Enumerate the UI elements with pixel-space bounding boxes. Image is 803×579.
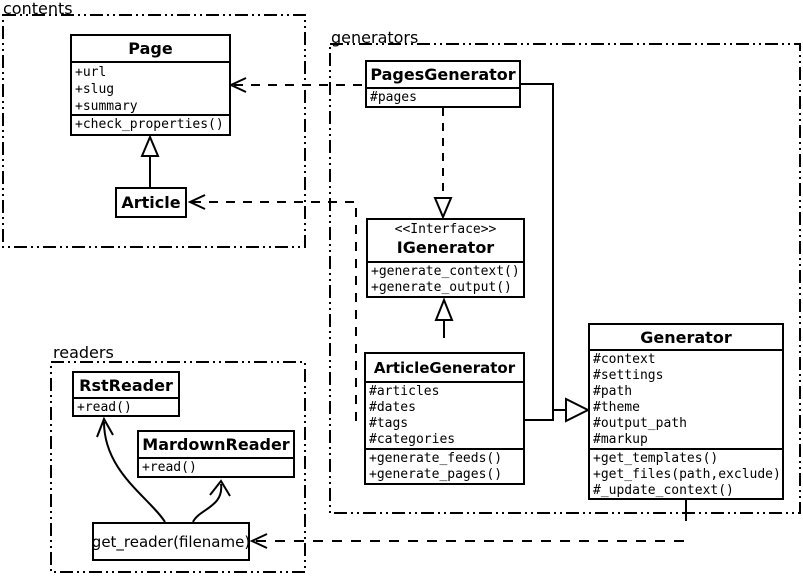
attribute: +slug [75, 82, 115, 97]
open-arrowhead-rstreader [96, 416, 114, 438]
method: +get_templates() [593, 451, 719, 466]
readers-package-frame [50, 361, 306, 573]
method: +get_files(path,exclude) [593, 467, 781, 482]
attributes-compartment: +url +slug +summary [72, 61, 229, 114]
attribute: #path [593, 384, 633, 399]
open-arrowhead-page [228, 77, 247, 93]
attribute: #pages [370, 90, 417, 105]
class-box-mardownreader: MardownReader +read() [137, 430, 295, 478]
attribute: +summary [75, 99, 138, 114]
method: +check_properties() [75, 117, 224, 132]
class-box-generator: Generator #context #settings #path #them… [588, 323, 784, 500]
attribute: #settings [593, 368, 664, 383]
methods-compartment: +generate_context() +generate_output() [368, 261, 523, 296]
contents-package-frame [2, 14, 306, 248]
realization-triangle-igenerator-top [433, 197, 453, 220]
open-arrowhead-article [187, 194, 206, 210]
method: +generate_pages() [369, 467, 503, 482]
class-box-igenerator: <<Interface>> IGenerator +generate_conte… [366, 218, 525, 298]
methods-compartment: +get_templates() +get_files(path,exclude… [590, 448, 782, 498]
reference-curve-getreader-to-mardownreader [192, 483, 223, 523]
method: +generate_output() [371, 280, 512, 295]
attribute: #markup [593, 432, 648, 447]
method: +generate_feeds() [369, 451, 503, 466]
class-header-igenerator: <<Interface>> IGenerator [368, 220, 523, 261]
attribute: #tags [369, 416, 409, 431]
methods-compartment: +read() [74, 397, 178, 415]
inheritance-triangle-page [140, 134, 160, 157]
class-title-article: Article [121, 193, 181, 212]
class-box-rstreader: RstReader +read() [72, 371, 180, 417]
attribute: #articles [369, 384, 440, 399]
class-box-pagesgenerator: PagesGenerator #pages [365, 60, 521, 108]
attribute: #categories [369, 432, 456, 447]
generators-package-label: generators [331, 28, 419, 47]
class-box-article: Article [115, 187, 187, 218]
generators-package-frame [329, 43, 801, 514]
class-title-articlegenerator: ArticleGenerator [373, 358, 516, 377]
attribute: #context [593, 352, 656, 367]
inheritance-line-articlegenerator-to-generator [525, 410, 554, 421]
methods-compartment: +read() [139, 457, 293, 476]
attributes-compartment: #pages [367, 87, 519, 106]
open-arrowhead-getreader [249, 533, 268, 549]
attributes-compartment: #articles #dates #tags #categories [366, 381, 523, 448]
class-title-pagesgenerator: PagesGenerator [370, 65, 516, 84]
method: +generate_context() [371, 264, 520, 279]
method: +read() [142, 460, 197, 475]
open-arrowhead-mardownreader [209, 479, 231, 497]
attribute: #dates [369, 400, 416, 415]
inheritance-triangle-igenerator-bottom [434, 297, 454, 321]
class-title-generator: Generator [640, 327, 732, 347]
inheritance-line-pagesgenerator-to-generator [521, 83, 566, 411]
reference-curve-getreader-to-rstreader [103, 421, 166, 523]
attributes-compartment: #context #settings #path #theme #output_… [590, 349, 782, 448]
attribute: #output_path [593, 416, 687, 431]
method: #_update_context() [593, 483, 734, 498]
inheritance-triangle-generator [565, 397, 591, 423]
class-title-rstreader: RstReader [79, 375, 173, 395]
readers-package-label: readers [53, 343, 114, 362]
class-title-page: Page [128, 39, 173, 58]
methods-compartment: +check_properties() [72, 114, 229, 134]
class-title-igenerator: IGenerator [396, 238, 495, 257]
stereotype-label: <<Interface>> [394, 222, 497, 237]
get-reader-node: get_reader(filename) [92, 522, 250, 561]
attribute: +url [75, 65, 107, 80]
methods-compartment: +generate_feeds() +generate_pages() [366, 448, 523, 483]
contents-package-label: contents [3, 0, 73, 18]
class-box-articlegenerator: ArticleGenerator #articles #dates #tags … [364, 352, 525, 485]
class-title-mardownreader: MardownReader [142, 435, 290, 454]
attribute: #theme [593, 400, 640, 415]
dependency-line-articlegenerator-to-article [192, 201, 364, 421]
class-box-page: Page +url +slug +summary +check_properti… [70, 34, 231, 136]
method: +read() [77, 400, 132, 415]
